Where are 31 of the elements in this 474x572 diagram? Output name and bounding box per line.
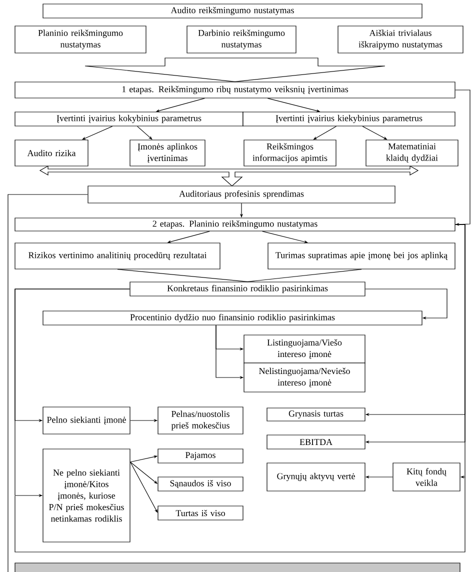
process-box: Planinio reikšmingumo nustatymas (14, 26, 146, 54)
process-box: Darbinio reikšmingumo nustatymas (186, 26, 296, 54)
process-box: Procentinio dydžio nuo finansinio rodiklio pasirinkimas (42, 310, 422, 326)
process-box: Aiškiai trivialaus iškraipymo nustatymas (338, 26, 464, 54)
process-box: 1 etapas. Reikšmingumo ribų nustatymo veiksnių įvertinimas (14, 82, 456, 98)
arrow (455, 224, 466, 479)
connector-line (117, 269, 248, 282)
process-box: Audito reikšmingumo nustatymas (42, 4, 422, 18)
block-arrow (84, 58, 386, 82)
process-box: EBITDA (266, 434, 366, 450)
process-box: 2 etapas. Planinio reikšmingumo nustatymas (14, 218, 456, 232)
connector-line (8, 194, 88, 572)
process-box: Pelno siekianti įmonė (42, 406, 130, 434)
process-box: Įmonės aplinkos įvertinimas (130, 140, 206, 166)
process-box: Audito rizika (14, 140, 88, 166)
connector-line (247, 269, 362, 282)
process-box: Turimas supratimas apie įmonę bei jos aplinką (268, 242, 456, 270)
process-box: Listinguojama/Viešo intereso įmonė (244, 334, 366, 364)
arrow (365, 288, 448, 320)
process-box: Grynasis turtas (266, 408, 366, 422)
process-box: Reikšmingos informacijos apimtis (244, 140, 336, 166)
process-box: Įvertinti įvairius kokybinius parametrus (14, 112, 244, 126)
arrow (455, 90, 470, 226)
process-box: Nelistinguojama/Neviešo intereso įmonė (244, 362, 366, 392)
process-box: Pajamos (158, 448, 244, 464)
process-box: Pelnas/nuostolis prieš mokesčius (158, 406, 244, 434)
process-box: Įvertinti įvairius kiekybinius parametrus (242, 112, 456, 126)
process-box: Rizikos vertinimo analitinių procedūrų rezultatai (14, 242, 220, 270)
process-box: Matematiniai klaidų dydžiai (366, 140, 458, 166)
process-box: Auditoriaus profesinis sprendimas (88, 186, 396, 204)
process-box: Konkretaus finansinio rodiklio pasirinkimas (130, 282, 366, 296)
